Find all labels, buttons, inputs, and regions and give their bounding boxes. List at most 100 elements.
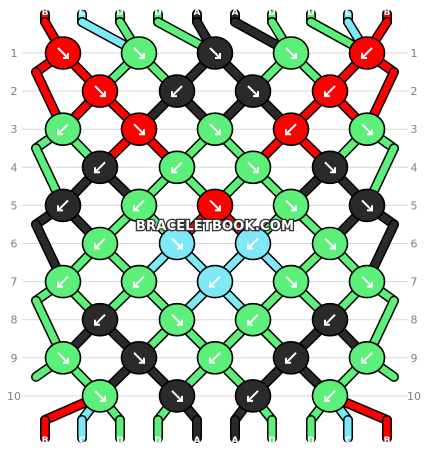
- knot-arrowhead-icon: [171, 167, 177, 174]
- knot-arrowhead-icon: [330, 243, 336, 250]
- knot: [348, 36, 386, 70]
- knot: [81, 150, 119, 185]
- knot-arrowhead-icon: [133, 205, 139, 212]
- knot: [311, 74, 349, 108]
- knot-arrow-icon: [361, 47, 373, 59]
- knot-arrowhead-icon: [247, 395, 253, 402]
- string-label-top: D: [268, 8, 275, 18]
- row-number-left: 8: [11, 314, 18, 327]
- knot: [44, 112, 82, 146]
- row-number-left: 5: [11, 199, 18, 212]
- knot: [196, 112, 234, 146]
- knot: [234, 379, 272, 413]
- row-number-right: 4: [411, 161, 418, 174]
- knot: [272, 112, 310, 146]
- knot: [311, 226, 349, 261]
- row-number-left: 7: [11, 276, 18, 289]
- string-label-top: D: [116, 8, 123, 18]
- knot-arrow-icon: [209, 47, 221, 59]
- knot-arrowhead-icon: [57, 129, 63, 136]
- knot-arrow-icon: [94, 313, 106, 326]
- knot-arrowhead-icon: [361, 53, 367, 59]
- knot: [234, 74, 272, 108]
- knot-arrowhead-icon: [63, 357, 69, 364]
- knot-arrowhead-icon: [139, 357, 145, 364]
- knot-arrow-icon: [247, 390, 259, 402]
- knot-arrow-icon: [171, 390, 183, 402]
- knot-arrow-icon: [324, 237, 336, 250]
- knot-arrow-icon: [94, 237, 106, 250]
- knot-arrowhead-icon: [133, 281, 139, 288]
- knot-arrowhead-icon: [209, 281, 215, 288]
- knot-arrow-icon: [361, 199, 373, 212]
- knot: [44, 188, 82, 223]
- knot-arrowhead-icon: [94, 319, 100, 326]
- knot-arrow-icon: [361, 123, 373, 135]
- watermark-text: BRACELETBOOK.COM: [136, 219, 294, 234]
- knot: [81, 379, 119, 413]
- knot: [196, 264, 234, 299]
- knot-arrow-icon: [57, 47, 69, 59]
- string-label-top: B: [384, 8, 391, 18]
- knot-arrow-icon: [94, 390, 106, 402]
- knot: [348, 188, 386, 223]
- string-label-top: D: [307, 8, 314, 18]
- knot-arrowhead-icon: [285, 129, 291, 136]
- knot-arrowhead-icon: [177, 319, 183, 326]
- knot: [120, 188, 158, 223]
- knot-arrow-icon: [57, 275, 69, 288]
- knot-arrow-icon: [171, 161, 183, 174]
- knot-arrow-icon: [171, 313, 183, 326]
- knot: [44, 36, 82, 70]
- knot-arrow-icon: [133, 47, 145, 59]
- row-number-right: 6: [411, 238, 418, 251]
- knot: [234, 226, 272, 261]
- row-number-left: 4: [11, 161, 18, 174]
- knot-arrow-icon: [324, 313, 336, 326]
- knot-arrow-icon: [209, 123, 221, 135]
- knot-arrow-icon: [133, 275, 145, 288]
- knot-arrowhead-icon: [291, 53, 297, 59]
- row-number-left: 1: [11, 47, 18, 60]
- knot-arrowhead-icon: [215, 53, 221, 59]
- row-number-right: 2: [411, 85, 418, 98]
- knot: [158, 379, 196, 413]
- knot-arrowhead-icon: [94, 243, 100, 250]
- knot-arrow-icon: [133, 199, 145, 212]
- knot-arrowhead-icon: [139, 129, 145, 136]
- string-label-bottom: D: [154, 436, 161, 446]
- knot-arrowhead-icon: [247, 243, 253, 250]
- knot-arrowhead-icon: [330, 167, 336, 174]
- knot-arrow-icon: [247, 85, 259, 97]
- knot-arrow-icon: [285, 47, 297, 59]
- knot-arrowhead-icon: [285, 357, 291, 364]
- knot-arrow-icon: [133, 123, 145, 135]
- knot: [348, 112, 386, 146]
- knot-arrow-icon: [209, 199, 221, 212]
- knot: [120, 36, 158, 70]
- knot: [196, 188, 234, 223]
- row-number-left: 9: [11, 352, 18, 365]
- knot: [311, 302, 349, 337]
- knot: [234, 302, 272, 337]
- knot: [234, 150, 272, 185]
- knot-arrowhead-icon: [94, 167, 100, 174]
- knot-arrow-icon: [171, 237, 183, 250]
- row-number-right: 5: [411, 199, 418, 212]
- knot-arrowhead-icon: [324, 395, 330, 402]
- knot-arrowhead-icon: [324, 91, 330, 98]
- knot-arrow-icon: [285, 275, 297, 288]
- knot: [272, 188, 310, 223]
- knot: [272, 36, 310, 70]
- row-number-right: 8: [411, 314, 418, 327]
- knot: [120, 340, 158, 375]
- string-label-top: C: [345, 8, 352, 18]
- knot-arrowhead-icon: [367, 205, 373, 212]
- knot-arrow-icon: [209, 352, 221, 364]
- knot-arrow-icon: [94, 161, 106, 174]
- knot-arrow-icon: [94, 85, 106, 97]
- row-number-right: 9: [411, 352, 418, 365]
- knot: [348, 340, 386, 375]
